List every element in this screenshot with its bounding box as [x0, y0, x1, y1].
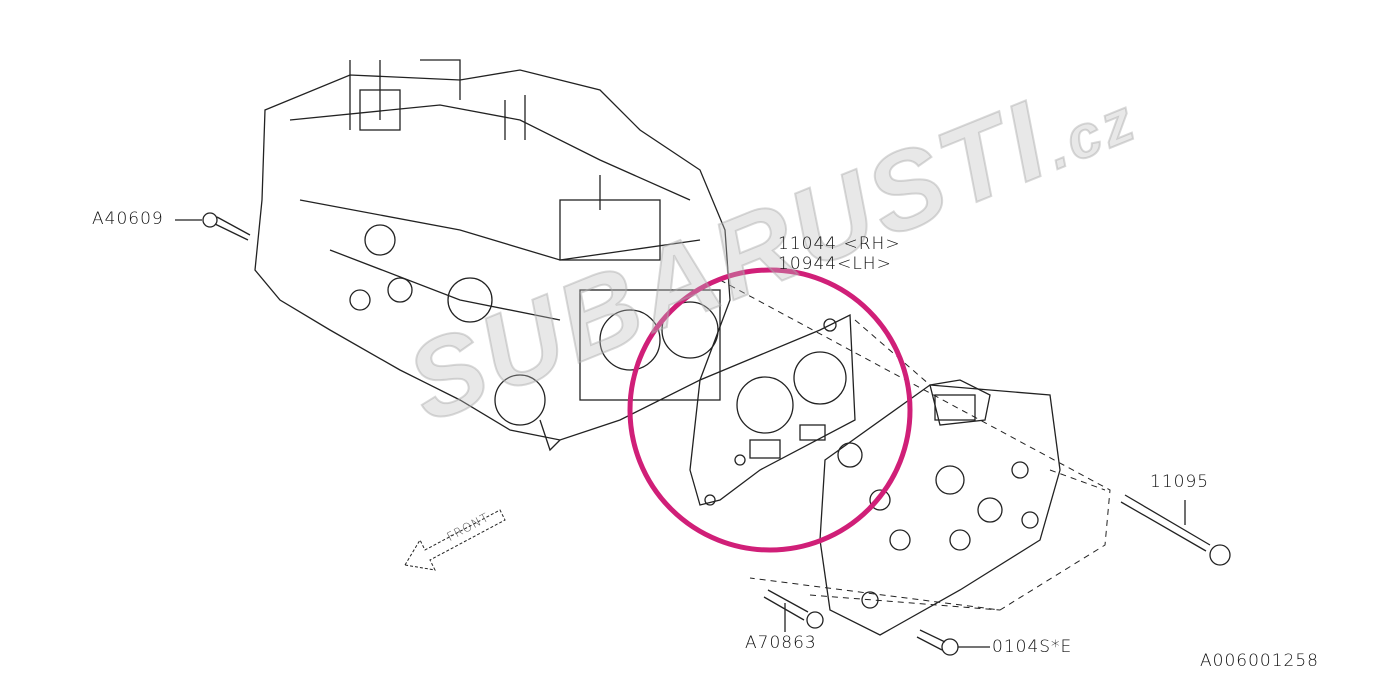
part-label-a40609[interactable]: A40609 [92, 209, 164, 229]
cylinder-head [819, 379, 1061, 636]
part-label-a70863[interactable]: A70863 [745, 633, 817, 653]
part-label-11095[interactable]: 11095 [1150, 472, 1210, 492]
bolt-a40609-drawing [175, 212, 251, 241]
part-label-11044[interactable]: 11044 <RH> [778, 234, 901, 254]
part-label-0104se[interactable]: 0104S*E [992, 637, 1073, 657]
bolt-a70863-drawing [763, 589, 824, 632]
diagram-code: A006001258 [1200, 651, 1319, 671]
head-gasket [689, 313, 856, 506]
head-bolt-drawing [1120, 494, 1231, 566]
highlight-circle [627, 267, 913, 553]
engine-block [254, 59, 731, 452]
part-label-10944[interactable]: 10944<LH> [778, 254, 892, 274]
bolt-0104se-drawing [916, 629, 990, 656]
front-arrow-icon [404, 509, 506, 571]
assembly-guides [719, 279, 1111, 611]
